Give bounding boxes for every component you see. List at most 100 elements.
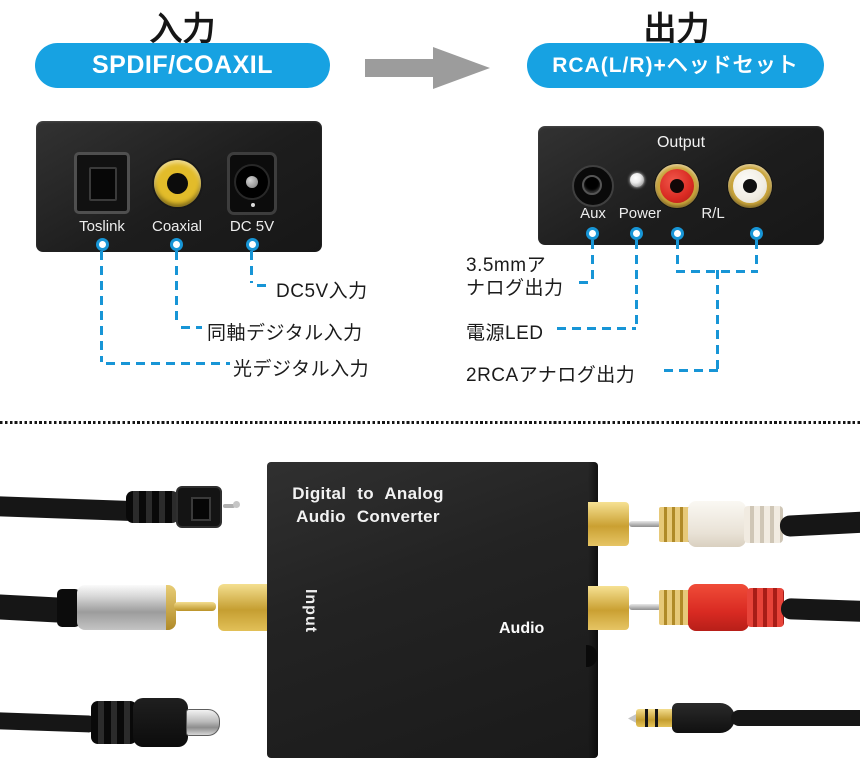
input-heading: 入力 xyxy=(149,10,216,47)
optical-connector xyxy=(176,486,222,528)
callout-dot-rca-red xyxy=(671,227,684,240)
dc-plug-body xyxy=(133,698,188,747)
converter-device: Digital to Analog Audio Converter Input … xyxy=(267,462,598,758)
aux-35mm-plug-sleeve xyxy=(636,709,675,727)
dc-power-cable xyxy=(0,712,98,733)
callout-dot-coaxial xyxy=(170,238,183,251)
dc-5v-label: DC 5V xyxy=(229,218,275,235)
callout-line-aux xyxy=(591,240,594,282)
aux-label: Aux xyxy=(580,205,606,222)
arrow-shaft xyxy=(365,59,435,77)
coaxial-plug-gold-band xyxy=(166,585,176,630)
aux-35mm-cable xyxy=(731,710,860,726)
callout-label-analog-output: 3.5mmア ナログ出力 xyxy=(466,254,564,300)
callout-line-rca-h xyxy=(664,369,718,372)
rca-port-red xyxy=(655,164,699,208)
toslink-label: Toslink xyxy=(79,218,125,235)
aux-35mm-plug-tip xyxy=(628,713,638,724)
optical-connector-inner xyxy=(191,497,211,521)
dc-plug-strain-relief xyxy=(91,701,137,744)
rl-label: R/L xyxy=(701,205,725,222)
output-heading: 出力 xyxy=(643,10,710,47)
optical-cable xyxy=(0,496,143,522)
dc-5v-port-speck xyxy=(251,203,255,207)
rca-red-cable xyxy=(780,598,860,623)
device-rca-jack-bottom xyxy=(588,586,629,630)
dc-5v-port-barrel xyxy=(234,164,270,200)
coaxial-plug-pin xyxy=(174,602,216,611)
callout-dot-toslink xyxy=(96,238,109,251)
callout-line-power xyxy=(635,240,638,328)
aux-port xyxy=(572,165,614,207)
callout-line-optical xyxy=(100,251,103,362)
callout-line-coaxial-h xyxy=(181,326,202,329)
device-title-line1: Digital to Analog xyxy=(292,484,444,503)
rca-red-plug-pin xyxy=(629,604,661,610)
aux-35mm-plug-body xyxy=(672,703,735,733)
callout-line-rca-white xyxy=(755,240,758,272)
power-led xyxy=(630,173,644,187)
toslink-port xyxy=(74,152,130,214)
callout-line-rca-red xyxy=(676,240,679,272)
toslink-port-inner xyxy=(89,167,117,201)
dotted-divider xyxy=(0,421,860,424)
callout-line-coaxial xyxy=(175,251,178,326)
rca-white-plug-body xyxy=(688,501,746,547)
rca-white-plug-collar xyxy=(659,507,691,542)
optical-cable-strain-relief xyxy=(126,491,179,523)
device-coaxial-input-jack xyxy=(218,584,268,631)
callout-label-dc-input: DC5V入力 xyxy=(276,281,368,302)
device-audio-label: Audio xyxy=(499,620,545,637)
rca-port-white-ring xyxy=(733,169,767,203)
dc-5v-port-pin xyxy=(246,176,258,188)
device-title: Digital to Analog Audio Converter xyxy=(283,482,453,528)
rca-red-plug-collar xyxy=(659,590,691,625)
callout-dot-power xyxy=(630,227,643,240)
arrow-right-icon xyxy=(365,47,490,89)
callout-line-rca-mid xyxy=(716,270,719,371)
optical-connector-pin xyxy=(223,504,235,508)
coaxial-label: Coaxial xyxy=(151,218,203,235)
rca-white-cable xyxy=(779,511,860,537)
device-aux-jack-edge xyxy=(586,645,597,667)
rca-red-plug-body xyxy=(688,584,749,631)
callout-dot-dc xyxy=(246,238,259,251)
aux-35mm-plug-band1 xyxy=(645,709,648,727)
coaxial-plug-body xyxy=(77,585,176,630)
device-rca-jack-top xyxy=(588,502,629,546)
callout-label-analog-line1: 3.5mmア xyxy=(466,255,547,276)
callout-dot-rca-white xyxy=(750,227,763,240)
arrow-head xyxy=(433,47,490,89)
callout-label-coaxial-input: 同軸デジタル入力 xyxy=(207,323,363,344)
aux-35mm-plug-band2 xyxy=(655,709,658,727)
device-input-label: Input xyxy=(302,588,319,634)
rca-white-plug-pin xyxy=(629,521,661,527)
callout-line-dc xyxy=(250,251,253,283)
dc-5v-port xyxy=(227,152,277,215)
coaxial-port-hole xyxy=(167,173,188,194)
coaxial-port xyxy=(154,160,201,207)
device-title-line2: Audio Converter xyxy=(296,507,440,526)
rca-port-red-ring xyxy=(660,169,694,203)
rca-port-white xyxy=(728,164,772,208)
rca-port-red-hole xyxy=(670,179,684,193)
callout-line-dc-h xyxy=(257,284,271,287)
optical-connector-tip xyxy=(233,501,240,508)
callout-label-analog-line2: ナログ出力 xyxy=(466,278,564,299)
output-badge: RCA(L/R)+ヘッドセット xyxy=(527,43,824,88)
callout-dot-aux xyxy=(586,227,599,240)
input-badge: SPDIF/COAXIL xyxy=(35,43,330,88)
callout-label-optical-input: 光デジタル入力 xyxy=(233,359,370,380)
rca-port-white-hole xyxy=(743,179,757,193)
rca-white-plug-ribs xyxy=(744,506,783,543)
callout-label-power-led: 電源LED xyxy=(466,323,544,344)
dc-plug-tip xyxy=(186,709,220,736)
coaxial-plug-collar xyxy=(57,589,80,627)
power-label: Power xyxy=(618,205,662,222)
aux-port-hole xyxy=(582,175,602,195)
input-panel: Toslink Coaxial DC 5V xyxy=(36,121,322,252)
output-panel: Output Aux Power R/L xyxy=(538,126,824,245)
callout-line-power-h xyxy=(557,327,636,330)
callout-label-rca-analog: 2RCAアナログ出力 xyxy=(466,365,636,386)
